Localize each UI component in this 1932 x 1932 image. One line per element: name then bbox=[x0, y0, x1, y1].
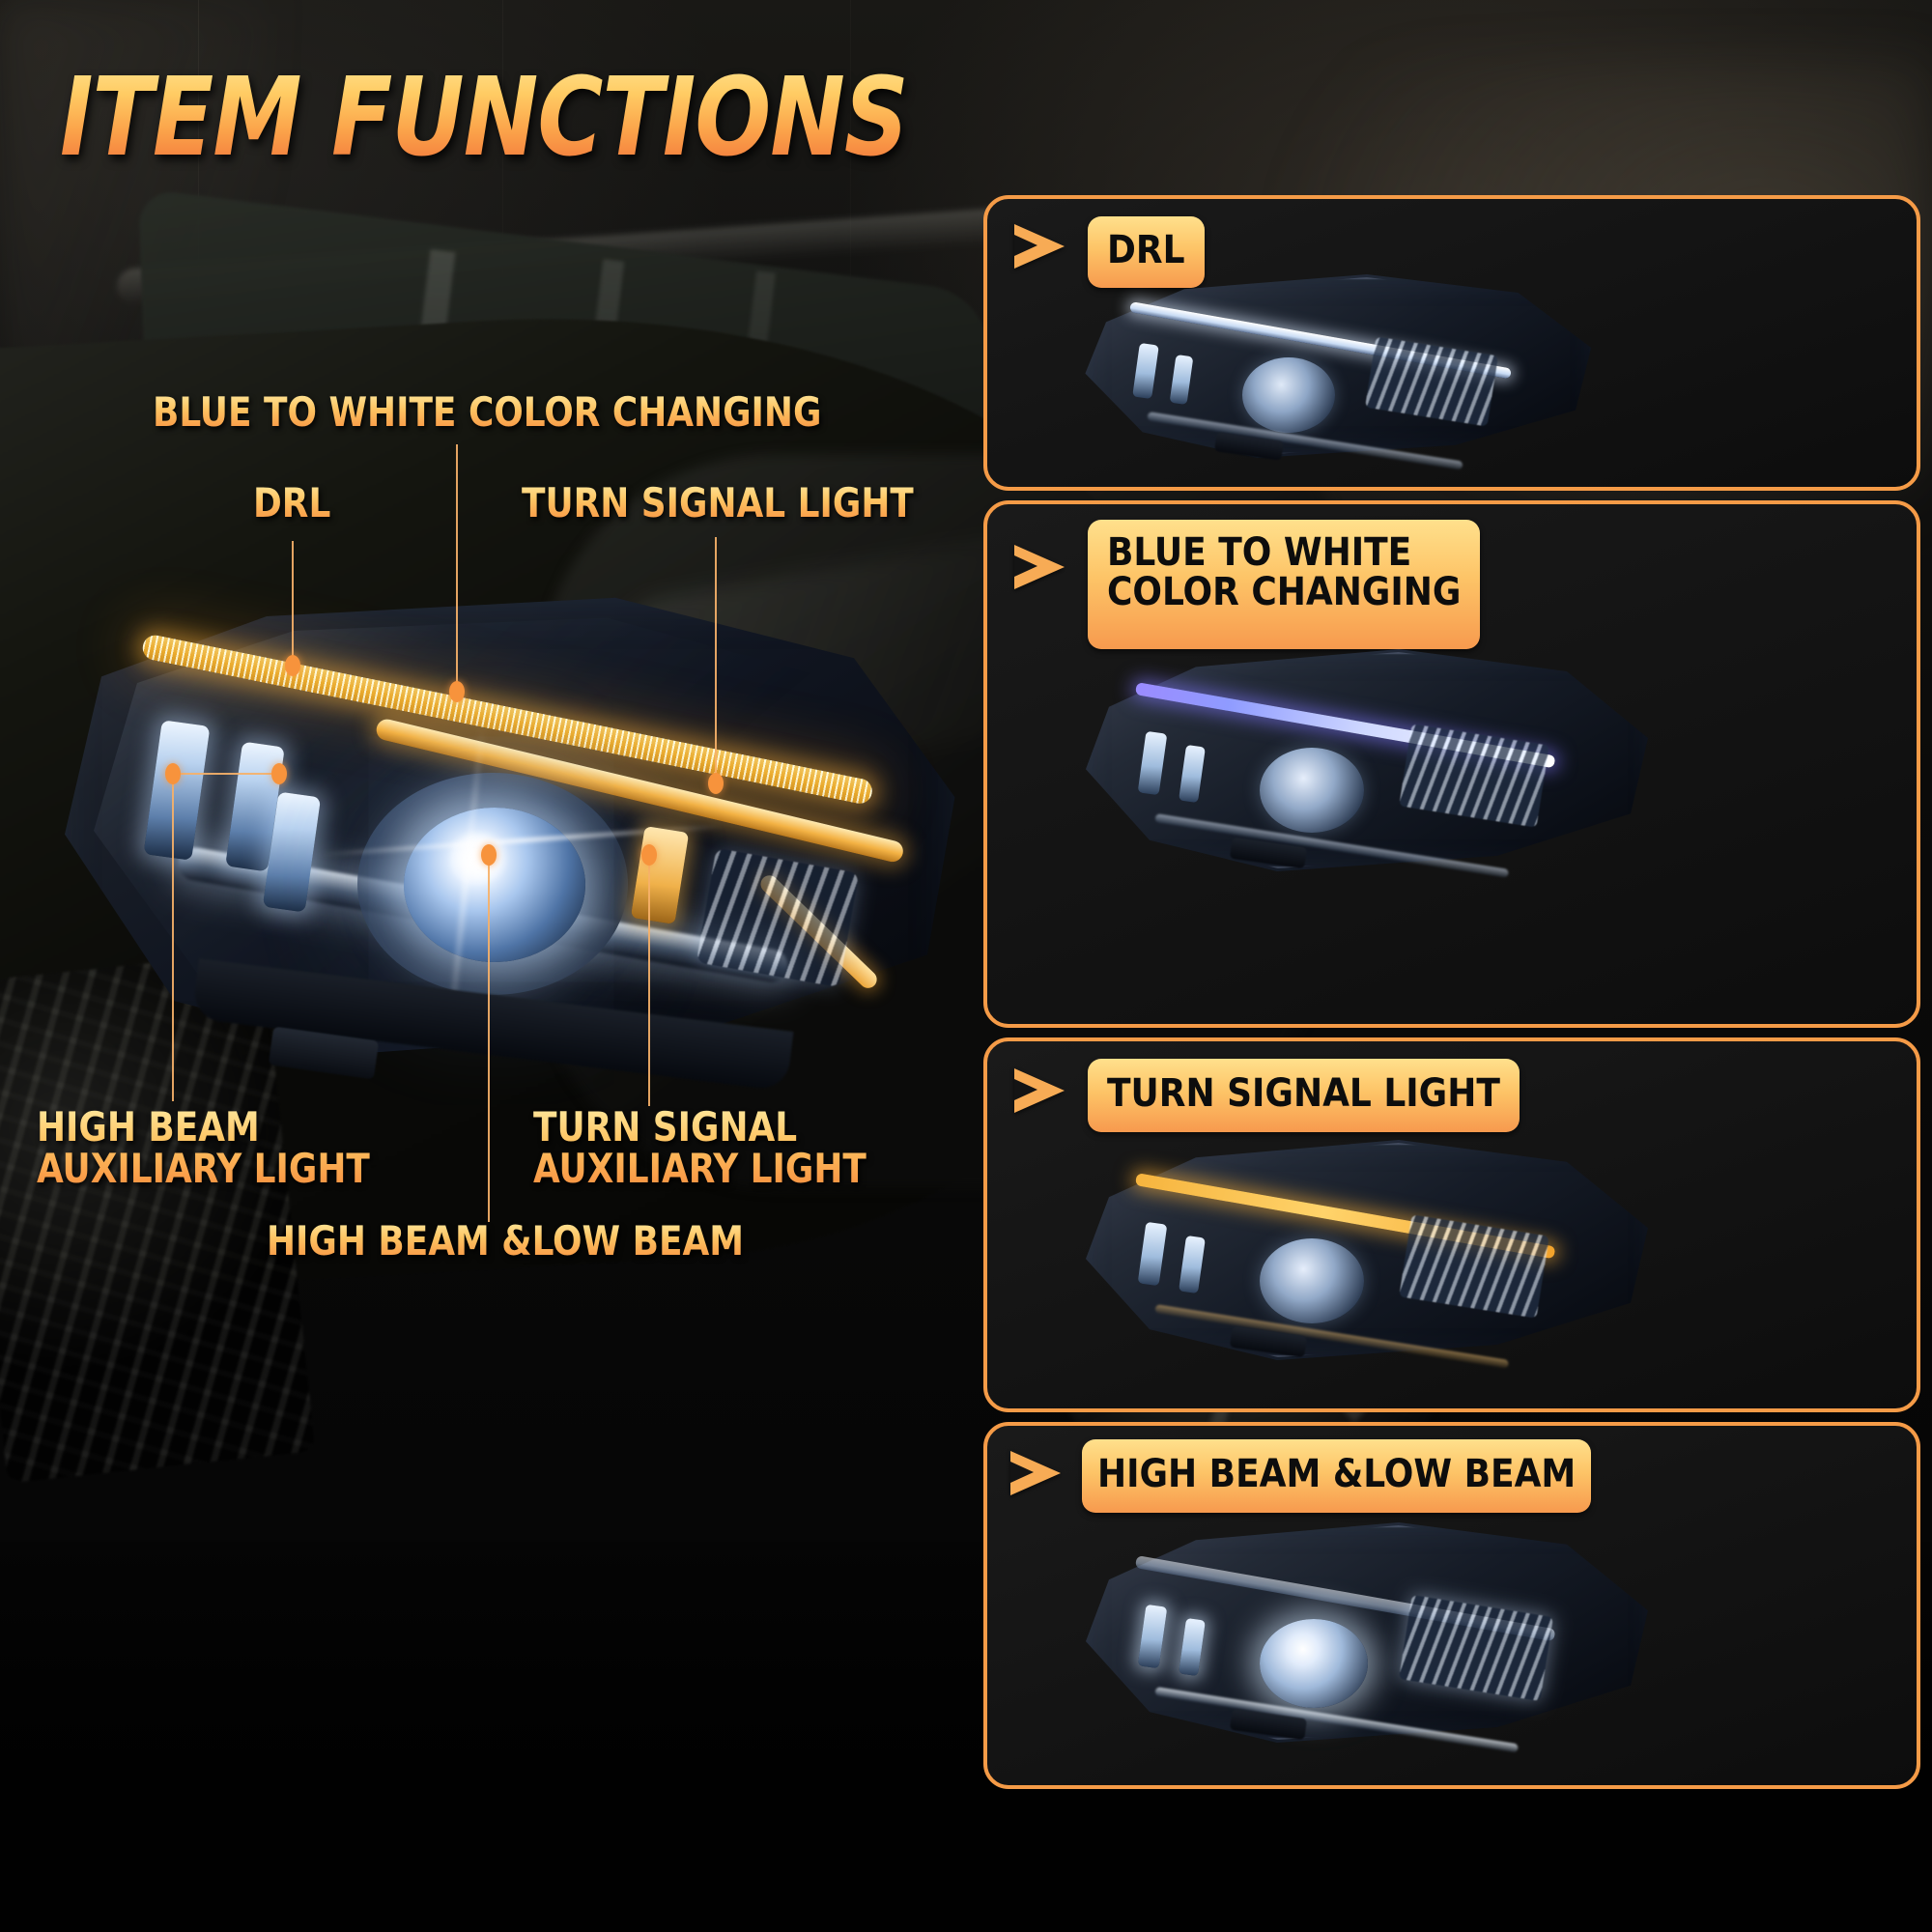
headlight-image-blue-to-white bbox=[1080, 649, 1660, 878]
callout-elbow-high-beam-aux bbox=[172, 773, 278, 775]
callout-line-turn-signal bbox=[715, 537, 717, 779]
callout-line-drl bbox=[292, 541, 294, 662]
callout-dot-high-beam-aux bbox=[271, 763, 287, 784]
page-title: ITEM FUNCTIONS bbox=[60, 55, 909, 181]
callout-label-turn-signal: TURN SIGNAL LIGHT bbox=[522, 479, 914, 526]
projector-lens bbox=[1242, 357, 1335, 433]
panel-blue-to-white[interactable]: BLUE TO WHITE COLOR CHANGING bbox=[983, 500, 1920, 1028]
callout-line-blue-to-white bbox=[456, 444, 458, 686]
callout-dot-high-low-beam bbox=[481, 844, 497, 866]
triangle-right-icon bbox=[1010, 1451, 1061, 1495]
callout-dot-drl bbox=[285, 655, 300, 676]
projector-lens bbox=[1260, 1619, 1368, 1708]
callout-label-turn-signal-aux: TURN SIGNAL AUXILIARY LIGHT bbox=[533, 1103, 867, 1192]
callout-dot-turn-signal bbox=[708, 773, 724, 794]
callout-dot-blue-to-white bbox=[449, 681, 465, 702]
triangle-right-icon bbox=[1014, 224, 1065, 269]
callout-dot-high-beam-aux bbox=[165, 763, 181, 784]
panel-high-low-beam[interactable]: HIGH BEAM &LOW BEAM bbox=[983, 1422, 1920, 1789]
wall-streak bbox=[850, 0, 851, 541]
projector-lens bbox=[404, 808, 585, 962]
callout-label-high-low-beam: HIGH BEAM &LOW BEAM bbox=[267, 1217, 745, 1264]
panel-drl[interactable]: DRL bbox=[983, 195, 1920, 491]
panel-badge-turn-signal: TURN SIGNAL LIGHT bbox=[1088, 1059, 1520, 1132]
triangle-right-icon bbox=[1014, 1068, 1065, 1113]
callout-label-blue-to-white: BLUE TO WHITE COLOR CHANGING bbox=[153, 388, 822, 436]
callout-dot-turn-signal-aux bbox=[641, 844, 657, 866]
headlight-assembly-photo bbox=[29, 580, 985, 1092]
panel-badge-drl: DRL bbox=[1088, 216, 1205, 288]
callout-label-high-beam-aux: HIGH BEAM AUXILIARY LIGHT bbox=[37, 1103, 370, 1192]
projector-lens bbox=[1260, 1238, 1364, 1323]
headlight-image-turn-signal bbox=[1080, 1140, 1660, 1369]
callout-line-high-beam-aux bbox=[172, 778, 174, 1101]
callout-label-drl: DRL bbox=[253, 479, 331, 526]
projector-lens bbox=[1260, 748, 1364, 833]
triangle-right-icon bbox=[1014, 545, 1065, 589]
callout-line-high-low-beam bbox=[488, 860, 490, 1222]
panel-badge-high-low-beam: HIGH BEAM &LOW BEAM bbox=[1082, 1439, 1592, 1513]
headlight-image-high-low-beam bbox=[1080, 1522, 1660, 1753]
led-module-bank bbox=[696, 847, 860, 988]
panel-turn-signal[interactable]: TURN SIGNAL LIGHT bbox=[983, 1037, 1920, 1412]
callout-line-turn-signal-aux bbox=[648, 860, 650, 1106]
panel-badge-blue-to-white: BLUE TO WHITE COLOR CHANGING bbox=[1088, 520, 1481, 649]
headlight-image-drl bbox=[1080, 274, 1602, 470]
